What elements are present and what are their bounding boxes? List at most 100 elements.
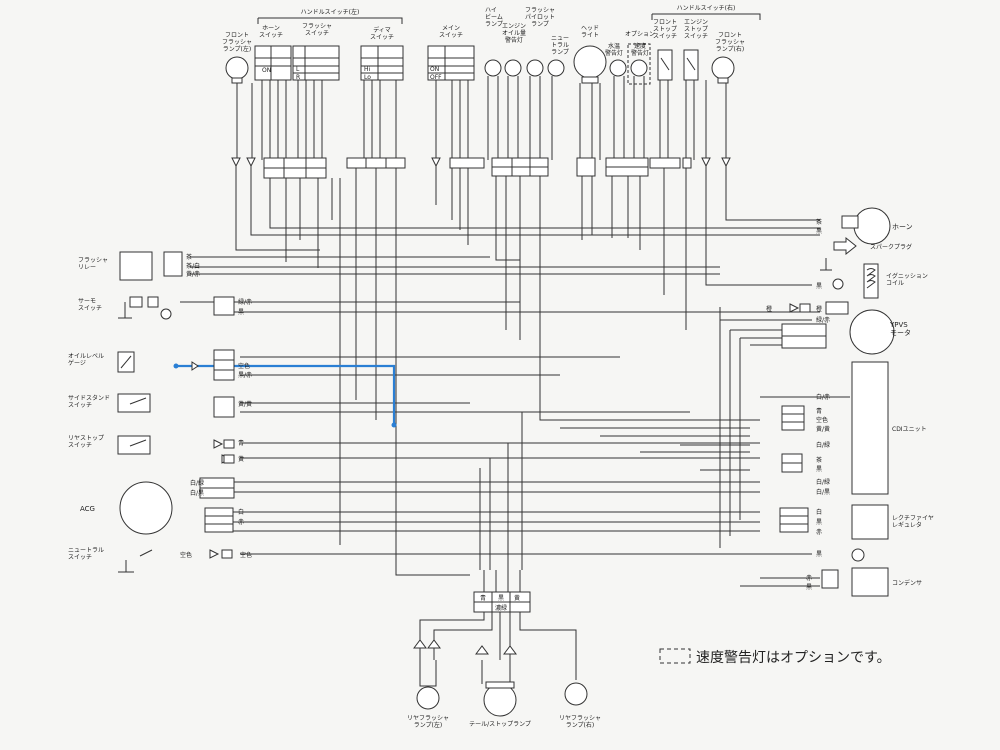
rear-flasher-left: リヤフラッシャランプ(左) xyxy=(407,639,449,729)
tail-stop-lamp: テール/ストップランプ xyxy=(469,645,531,728)
svg-text:黄/黄: 黄/黄 xyxy=(238,400,252,408)
svg-text:水温警告灯: 水温警告灯 xyxy=(605,42,623,57)
svg-text:空色: 空色 xyxy=(240,551,252,559)
svg-text:黒: 黒 xyxy=(238,309,244,316)
svg-text:サーモスイッチ: サーモスイッチ xyxy=(78,298,102,312)
spark-plug: スパークプラグ xyxy=(833,236,912,256)
flasher-switch: L R フラッシャスイッチ xyxy=(292,23,340,81)
svg-text:青: 青 xyxy=(816,407,822,415)
rear-stop-switch: リヤストップスイッチ 青 黄 xyxy=(68,435,244,464)
svg-text:レクチファイヤレギュレタ: レクチファイヤレギュレタ xyxy=(892,515,934,529)
svg-text:白/黒: 白/黒 xyxy=(816,488,830,496)
flasher-switch-l: L xyxy=(296,66,300,73)
svg-text:白/緑: 白/緑 xyxy=(190,479,204,487)
svg-text:サイドスタンドスイッチ: サイドスタンドスイッチ xyxy=(68,394,110,409)
svg-text:ニュートラルランプ: ニュートラルランプ xyxy=(551,35,569,56)
main-switch-on: ON xyxy=(430,66,439,73)
svg-text:ニュートラルスイッチ: ニュートラルスイッチ xyxy=(68,547,104,561)
legend-note: 速度警告灯はオプションです。 xyxy=(696,650,891,666)
svg-text:赤: 赤 xyxy=(806,575,812,582)
neutral-lamp: ニュートラルランプ xyxy=(547,35,569,77)
rear-flasher-right: リヤフラッシャランプ(右) xyxy=(559,682,601,729)
svg-text:黒: 黒 xyxy=(498,595,504,602)
top-vertical-wires xyxy=(236,76,727,160)
condenser-label: コンデンサ xyxy=(892,579,922,587)
svg-text:青: 青 xyxy=(480,594,486,602)
svg-text:フロントフラッシャランプ(右): フロントフラッシャランプ(右) xyxy=(715,32,745,53)
svg-text:エンジンオイル量警告灯: エンジンオイル量警告灯 xyxy=(502,23,526,44)
svg-text:黄: 黄 xyxy=(238,455,244,463)
acg-label: ACG xyxy=(80,505,95,513)
svg-text:黒: 黒 xyxy=(816,551,822,558)
highlighted-wire xyxy=(176,364,396,425)
handle-switch-right-label: ハンドルスイッチ(右) xyxy=(677,4,736,12)
headlight: ヘッドライト xyxy=(573,25,607,84)
svg-text:ハイビームランプ: ハイビームランプ xyxy=(485,7,503,28)
svg-text:リヤフラッシャランプ(右): リヤフラッシャランプ(右) xyxy=(559,715,601,729)
svg-text:黄: 黄 xyxy=(514,594,520,602)
svg-text:白/黒: 白/黒 xyxy=(190,489,204,497)
thermo-switch: サーモスイッチ 緑/赤 黒 xyxy=(78,296,252,320)
svg-text:赤: 赤 xyxy=(238,519,244,526)
svg-text:リヤストップスイッチ: リヤストップスイッチ xyxy=(68,435,104,449)
dimmer-switch: Hi Lo ディマスイッチ xyxy=(360,26,404,81)
svg-text:イグニッションコイル: イグニッションコイル xyxy=(886,272,928,287)
speed-warning-lamp: オプション 速度警告灯 xyxy=(625,31,655,85)
svg-text:黒: 黒 xyxy=(816,283,822,290)
svg-text:フラッシャスイッチ: フラッシャスイッチ xyxy=(302,23,332,37)
svg-text:フラッシャパイロットランプ: フラッシャパイロットランプ xyxy=(525,7,555,28)
front-stop-switch: フロントストップスイッチ xyxy=(653,19,677,81)
bottom-wires xyxy=(419,570,577,687)
svg-text:黒: 黒 xyxy=(806,584,812,591)
neutral-switch: ニュートラルスイッチ 空色 空色 xyxy=(68,547,252,573)
horn-switch: ON ホーンスイッチ xyxy=(254,25,292,81)
horn-label: ホーン xyxy=(892,223,913,231)
svg-text:黄/赤: 黄/赤 xyxy=(186,270,200,278)
svg-text:ヘッドライト: ヘッドライト xyxy=(581,25,599,39)
dimmer-switch-hi: Hi xyxy=(364,66,371,73)
svg-text:白: 白 xyxy=(238,508,244,516)
ground-terminal: 黒 xyxy=(816,548,865,562)
svg-text:空色: 空色 xyxy=(238,362,250,370)
front-flasher-left: フロントフラッシャランプ(左) xyxy=(222,32,252,84)
option-label: オプション xyxy=(625,31,655,38)
svg-text:白/赤: 白/赤 xyxy=(816,393,830,401)
dimmer-switch-lo: Lo xyxy=(364,74,371,81)
svg-text:速度警告灯: 速度警告灯 xyxy=(631,42,649,57)
svg-text:赤: 赤 xyxy=(816,529,822,536)
svg-text:白: 白 xyxy=(816,508,822,516)
main-switch-off: OFF xyxy=(430,74,442,81)
svg-text:白/緑: 白/緑 xyxy=(816,478,830,486)
svg-text:茶/白: 茶/白 xyxy=(186,262,200,270)
svg-text:メインスイッチ: メインスイッチ xyxy=(439,25,463,39)
handle-switch-left-label: ハンドルスイッチ(左) xyxy=(301,8,360,16)
condenser: コンデンサ 赤 黒 xyxy=(806,567,922,597)
svg-text:フラッシャリレー: フラッシャリレー xyxy=(78,257,108,271)
svg-text:緑/赤: 緑/赤 xyxy=(238,298,252,306)
svg-text:エンジンストップスイッチ: エンジンストップスイッチ xyxy=(684,19,708,40)
svg-text:黒: 黒 xyxy=(816,228,822,235)
handle-switch-left-header: ハンドルスイッチ(左) xyxy=(257,8,403,24)
legend: 速度警告灯はオプションです。 xyxy=(659,648,891,666)
water-temp-lamp: 水温警告灯 xyxy=(605,42,627,77)
svg-text:黄/黄: 黄/黄 xyxy=(816,425,830,433)
cdi-unit-label: CDIユニット xyxy=(892,426,927,433)
middle-wires xyxy=(235,166,820,576)
svg-text:黒: 黒 xyxy=(816,466,822,473)
svg-text:リヤフラッシャランプ(左): リヤフラッシャランプ(左) xyxy=(407,715,449,729)
svg-text:ホーンスイッチ: ホーンスイッチ xyxy=(259,25,283,39)
spark-plug-label: スパークプラグ xyxy=(870,243,912,251)
ignition-coil: イグニッションコイル 黒 xyxy=(816,258,928,299)
svg-text:オイルレベルゲージ: オイルレベルゲージ xyxy=(68,353,104,367)
flasher-relay: フラッシャリレー 茶 茶/白 黄/赤 xyxy=(78,251,200,281)
horn-switch-on: ON xyxy=(262,67,271,74)
main-switch: ON OFF メインスイッチ xyxy=(427,25,475,81)
handle-switch-right-header: ハンドルスイッチ(右) xyxy=(651,4,761,20)
acg: ACG 白/緑 白/黒 白 赤 xyxy=(80,477,244,535)
svg-text:茶: 茶 xyxy=(816,456,822,464)
svg-text:黒/赤: 黒/赤 xyxy=(238,372,252,379)
high-beam-lamp: ハイビームランプ xyxy=(484,7,503,77)
tail-stop-lamp-label: テール/ストップランプ xyxy=(469,721,531,728)
